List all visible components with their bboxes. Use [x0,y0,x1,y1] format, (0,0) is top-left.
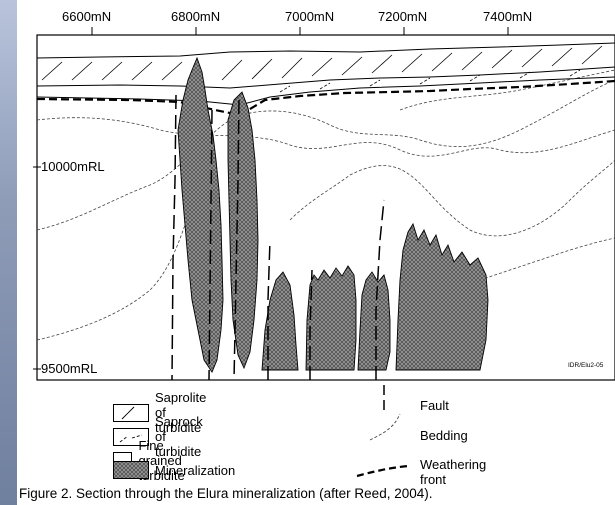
legend-mineralization-label: Mineralization [155,462,236,478]
ground-surface-line [36,42,615,59]
easting-label-7000: 7000mN [285,9,335,24]
rl-ticks [33,166,41,370]
legend-saprock-label: Saprock of turbidite [155,414,203,459]
mineralization-bodies [177,56,489,373]
legend-saprock: Saprock of turbidite [113,414,203,459]
saprolite-swatch [113,403,149,422]
easting-label-7400: 7400mN [483,9,533,24]
legend-fine-grained-label: Fine grained turbidite [138,438,185,483]
easting-label-6800: 6800mN [171,9,221,24]
legend-mineralization: Mineralization [113,461,235,479]
fault-lines [171,94,385,381]
easting-label-7200: 7200mN [378,9,428,24]
saprolite-hatching [41,45,603,81]
ore-body-4 [305,265,357,371]
legend-saprolite-label: Saprolite of turbidite [155,390,207,435]
ore-body-5 [357,271,391,371]
saprolite-base-line [36,66,615,89]
easting-ticks [91,27,509,35]
legend-fault-label: Fault [420,398,449,413]
legend-weathering-label: Weathering front [420,457,487,487]
saprock-base-line [36,76,615,106]
legend-bedding-label: Bedding [420,428,468,443]
mineralization-swatch [113,461,149,479]
legend-fine-grained: Fine grained turbidite [113,438,201,483]
drawing-stamp: IDR/Elu2-05 [568,362,604,369]
legend-saprolite: Saprolite of turbidite [113,390,206,435]
saprock-swatch [113,427,149,446]
bedding-lines [36,69,615,341]
ore-body-2 [227,91,259,370]
saprock-hatching [279,69,581,93]
rl-label-9500: 9500mRL [41,361,98,376]
easting-label-6600: 6600mN [62,9,112,24]
rl-label-10000: 10000mRL [41,159,105,174]
ore-body-6 [395,222,489,371]
figure-caption: Figure 2. Section through the Elura mine… [19,486,433,501]
